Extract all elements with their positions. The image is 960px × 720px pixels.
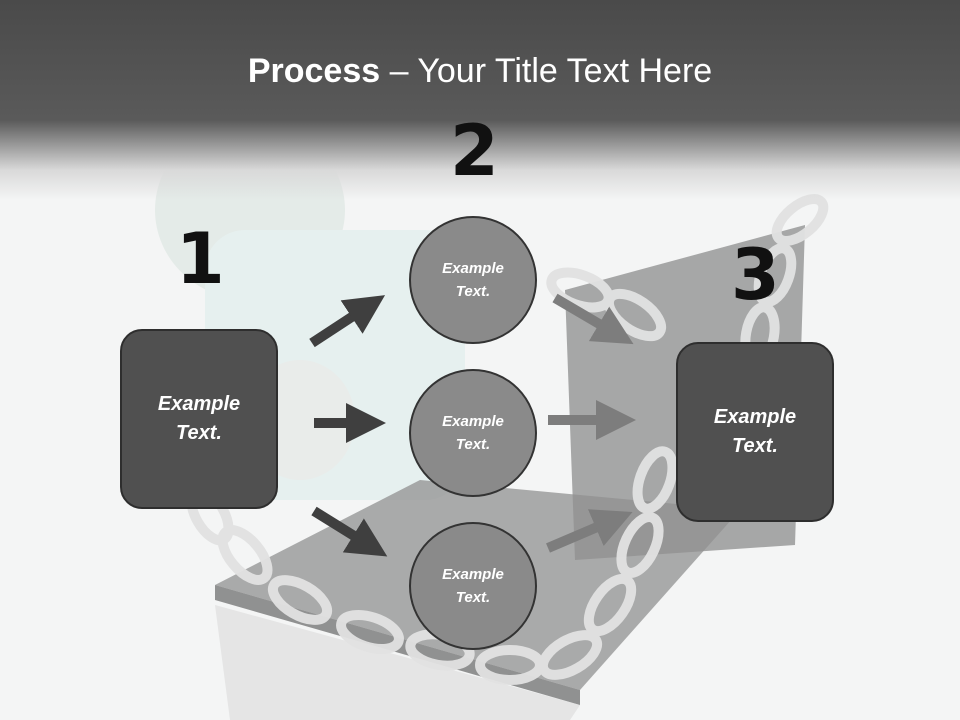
- arrow-from-circle-3: [546, 509, 633, 553]
- circle-2: Example Text.: [409, 369, 537, 497]
- left-box: Example Text.: [120, 329, 278, 509]
- circle-1: Example Text.: [409, 216, 537, 344]
- title-bar: [0, 0, 960, 200]
- circle-1-text: Example Text.: [442, 260, 504, 300]
- step-number-1: 1: [176, 218, 225, 300]
- circle-3-text: Example Text.: [442, 566, 504, 606]
- title-bold: Process: [247, 52, 381, 90]
- title-rest: – Your Title Text Here: [380, 52, 713, 90]
- right-box-text: Example Text.: [713, 406, 797, 457]
- circle-2-text: Example Text.: [442, 413, 504, 453]
- circle-3: Example Text.: [409, 522, 537, 650]
- right-box: Example Text.: [676, 342, 834, 522]
- left-box-text: Example Text.: [157, 393, 241, 444]
- slide-title: Process – Your Title Text Here: [0, 52, 960, 91]
- arrow-to-circle-3: [311, 506, 388, 557]
- arrow-to-circle-1: [309, 295, 386, 348]
- step-number-2: 2: [450, 110, 499, 192]
- arrow-from-circle-1: [552, 293, 634, 345]
- step-number-3: 3: [731, 234, 780, 316]
